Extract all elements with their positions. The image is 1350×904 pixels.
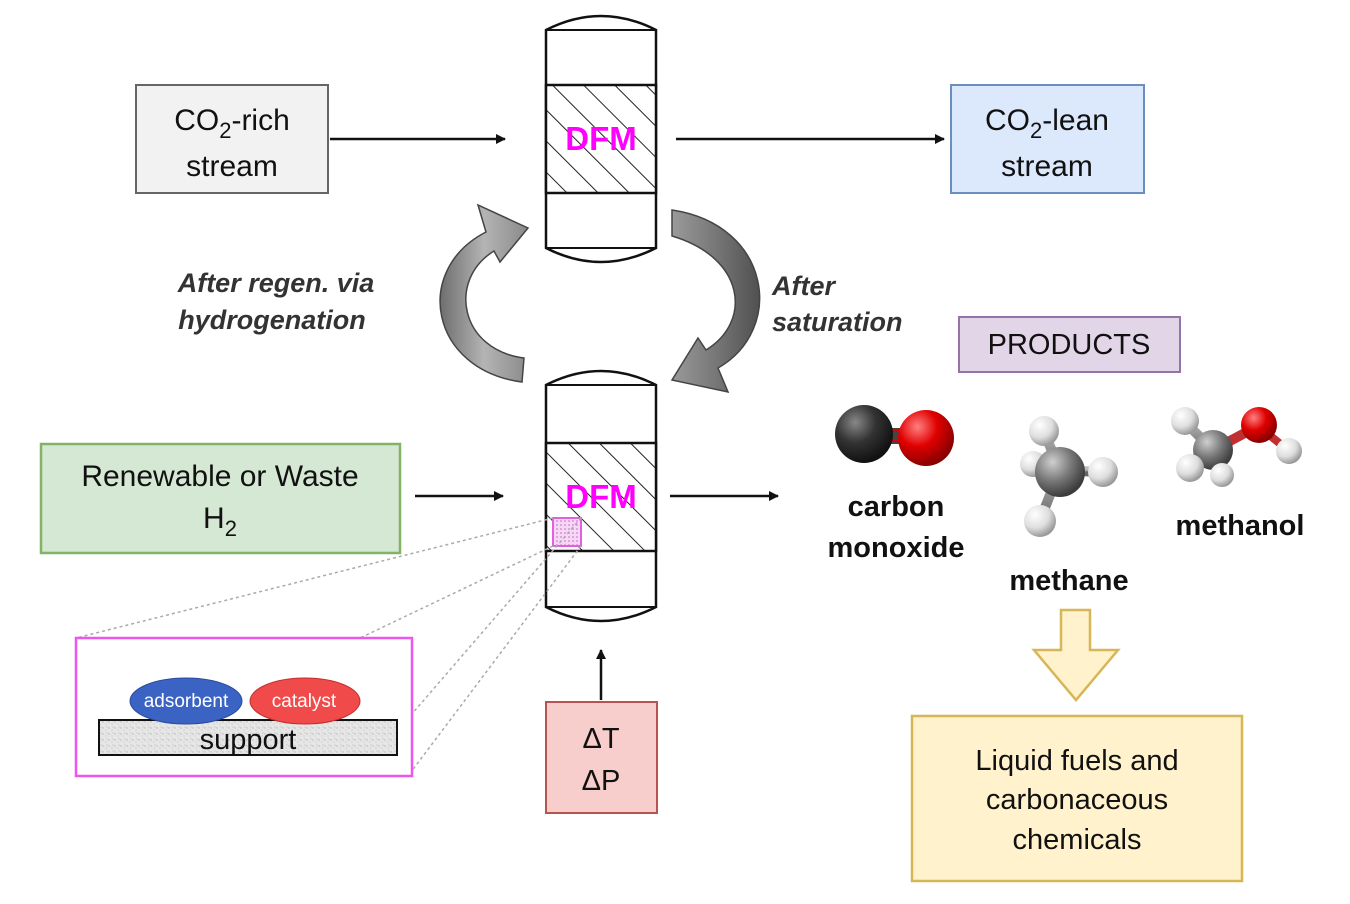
cycle-right-label-line1: After [771, 271, 836, 301]
adsorbent-particle [129, 677, 243, 725]
methane-hydrogen-bottom [1024, 505, 1056, 537]
cycle-arrow-left [439, 203, 530, 383]
cycle-left-label-line1: After regen. via [177, 268, 375, 298]
methane-hydrogen-top [1029, 416, 1059, 446]
cycle-left-label-line2: hydrogenation [178, 305, 366, 335]
conditions-delta-p: ΔP [582, 765, 621, 797]
final-line1: Liquid fuels and [975, 745, 1178, 777]
zoom-region-marker [552, 517, 582, 547]
cycle-arrow-left-shape [439, 203, 530, 383]
reactor-bottom-dfm-label: DFM [565, 478, 636, 515]
catalyst-label: catalyst [272, 691, 337, 712]
reactor-top-bed [544, 83, 658, 195]
products-header-label: PRODUCTS [988, 329, 1151, 361]
final-line2: carbonaceous [986, 784, 1168, 816]
adsorbent-label: adsorbent [144, 691, 229, 712]
reactor-bottom: DFM [544, 369, 658, 623]
co-oxygen-atom [898, 410, 954, 466]
methanol-label: methanol [1176, 510, 1305, 542]
methane-molecule [1020, 416, 1118, 537]
hydrogen-line1: Renewable or Waste [81, 460, 358, 493]
reactor-top-dfm-label: DFM [565, 120, 636, 157]
co2-lean-line2: stream [1001, 150, 1093, 183]
carbon-monoxide-molecule [835, 405, 954, 466]
zoom-callout-lines [75, 517, 582, 773]
co2-rich-line1: CO2-rich [174, 104, 290, 143]
products-down-arrow [1031, 608, 1121, 702]
methanol-hydrogen-3 [1210, 463, 1234, 487]
methanol-hydrogen-1 [1171, 407, 1199, 435]
conditions-delta-t: ΔT [582, 723, 619, 755]
final-products-frame [910, 714, 1244, 883]
hydrogen-box-frame [39, 442, 402, 555]
co2-rich-stream-box: CO2-rich stream [135, 84, 329, 194]
cycle-right-label-line2: saturation [772, 307, 903, 337]
hydrogen-box: Renewable or Waste H2 [39, 442, 402, 555]
co2-lean-line1: CO2-lean [985, 104, 1109, 143]
methanol-hydrogen-2 [1176, 454, 1204, 482]
methane-carbon-atom [1035, 447, 1085, 497]
methane-hydrogen-right [1088, 457, 1118, 487]
co2-lean-box-frame [950, 84, 1145, 194]
catalyst-particle [249, 677, 361, 725]
methanol-hydrogen-oh [1276, 438, 1302, 464]
methanol-molecule [1171, 407, 1302, 487]
products-header: PRODUCTS [958, 316, 1181, 373]
dfm-inset: support adsorbent catalyst [74, 636, 414, 778]
co2-lean-stream-box: CO2-lean stream [950, 84, 1145, 194]
cycle-arrow-right [670, 209, 761, 394]
carbon-monoxide-label-line2: monoxide [828, 532, 965, 564]
conditions-box: ΔT ΔP [545, 701, 658, 814]
methane-label: methane [1009, 565, 1128, 597]
co2-rich-line2: stream [186, 150, 278, 183]
co-carbon-atom [835, 405, 893, 463]
cycle-arrow-right-shape [670, 209, 761, 394]
support-label: support [200, 724, 297, 756]
zoom-line-4 [410, 545, 582, 773]
products-header-frame [958, 316, 1181, 373]
final-line3: chemicals [1013, 824, 1142, 856]
conditions-box-frame [545, 701, 658, 814]
support-layer [98, 719, 398, 756]
carbon-monoxide-label-line1: carbon [848, 491, 945, 523]
methanol-carbon-atom [1193, 430, 1233, 470]
co2-rich-box-frame [135, 84, 329, 194]
zoom-line-1 [75, 517, 554, 639]
reactor-top: DFM [544, 14, 658, 264]
final-products-box: Liquid fuels and carbonaceous chemicals [910, 714, 1244, 883]
zoom-line-3 [410, 517, 582, 716]
methanol-oxygen-atom [1241, 407, 1277, 443]
hydrogen-line2: H2 [203, 502, 237, 541]
